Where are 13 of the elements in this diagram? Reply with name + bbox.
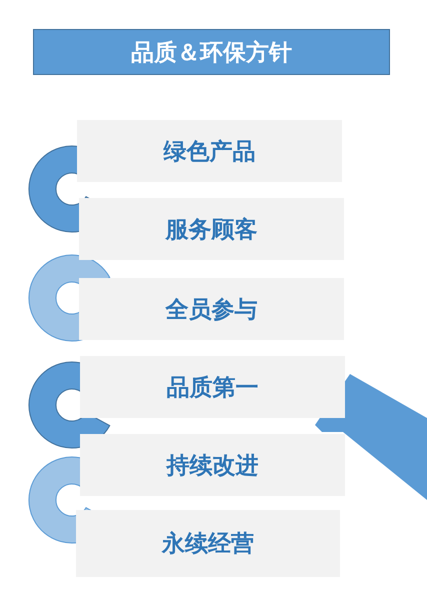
item-label: 品质第一 — [166, 374, 258, 402]
item-label: 持续改进 — [166, 452, 258, 480]
title-banner: 品质＆环保方针 — [33, 29, 390, 75]
item-panel — [79, 198, 344, 260]
item-panel — [77, 120, 342, 182]
item-label: 绿色产品 — [164, 138, 256, 166]
item-label: 服务顾客 — [166, 216, 258, 244]
item-label: 永续经营 — [162, 530, 254, 559]
item-panel — [80, 356, 345, 418]
item-label: 全员参与 — [166, 296, 258, 324]
item-panel — [79, 278, 344, 340]
item-panel — [76, 510, 340, 577]
item-panel — [80, 434, 345, 496]
